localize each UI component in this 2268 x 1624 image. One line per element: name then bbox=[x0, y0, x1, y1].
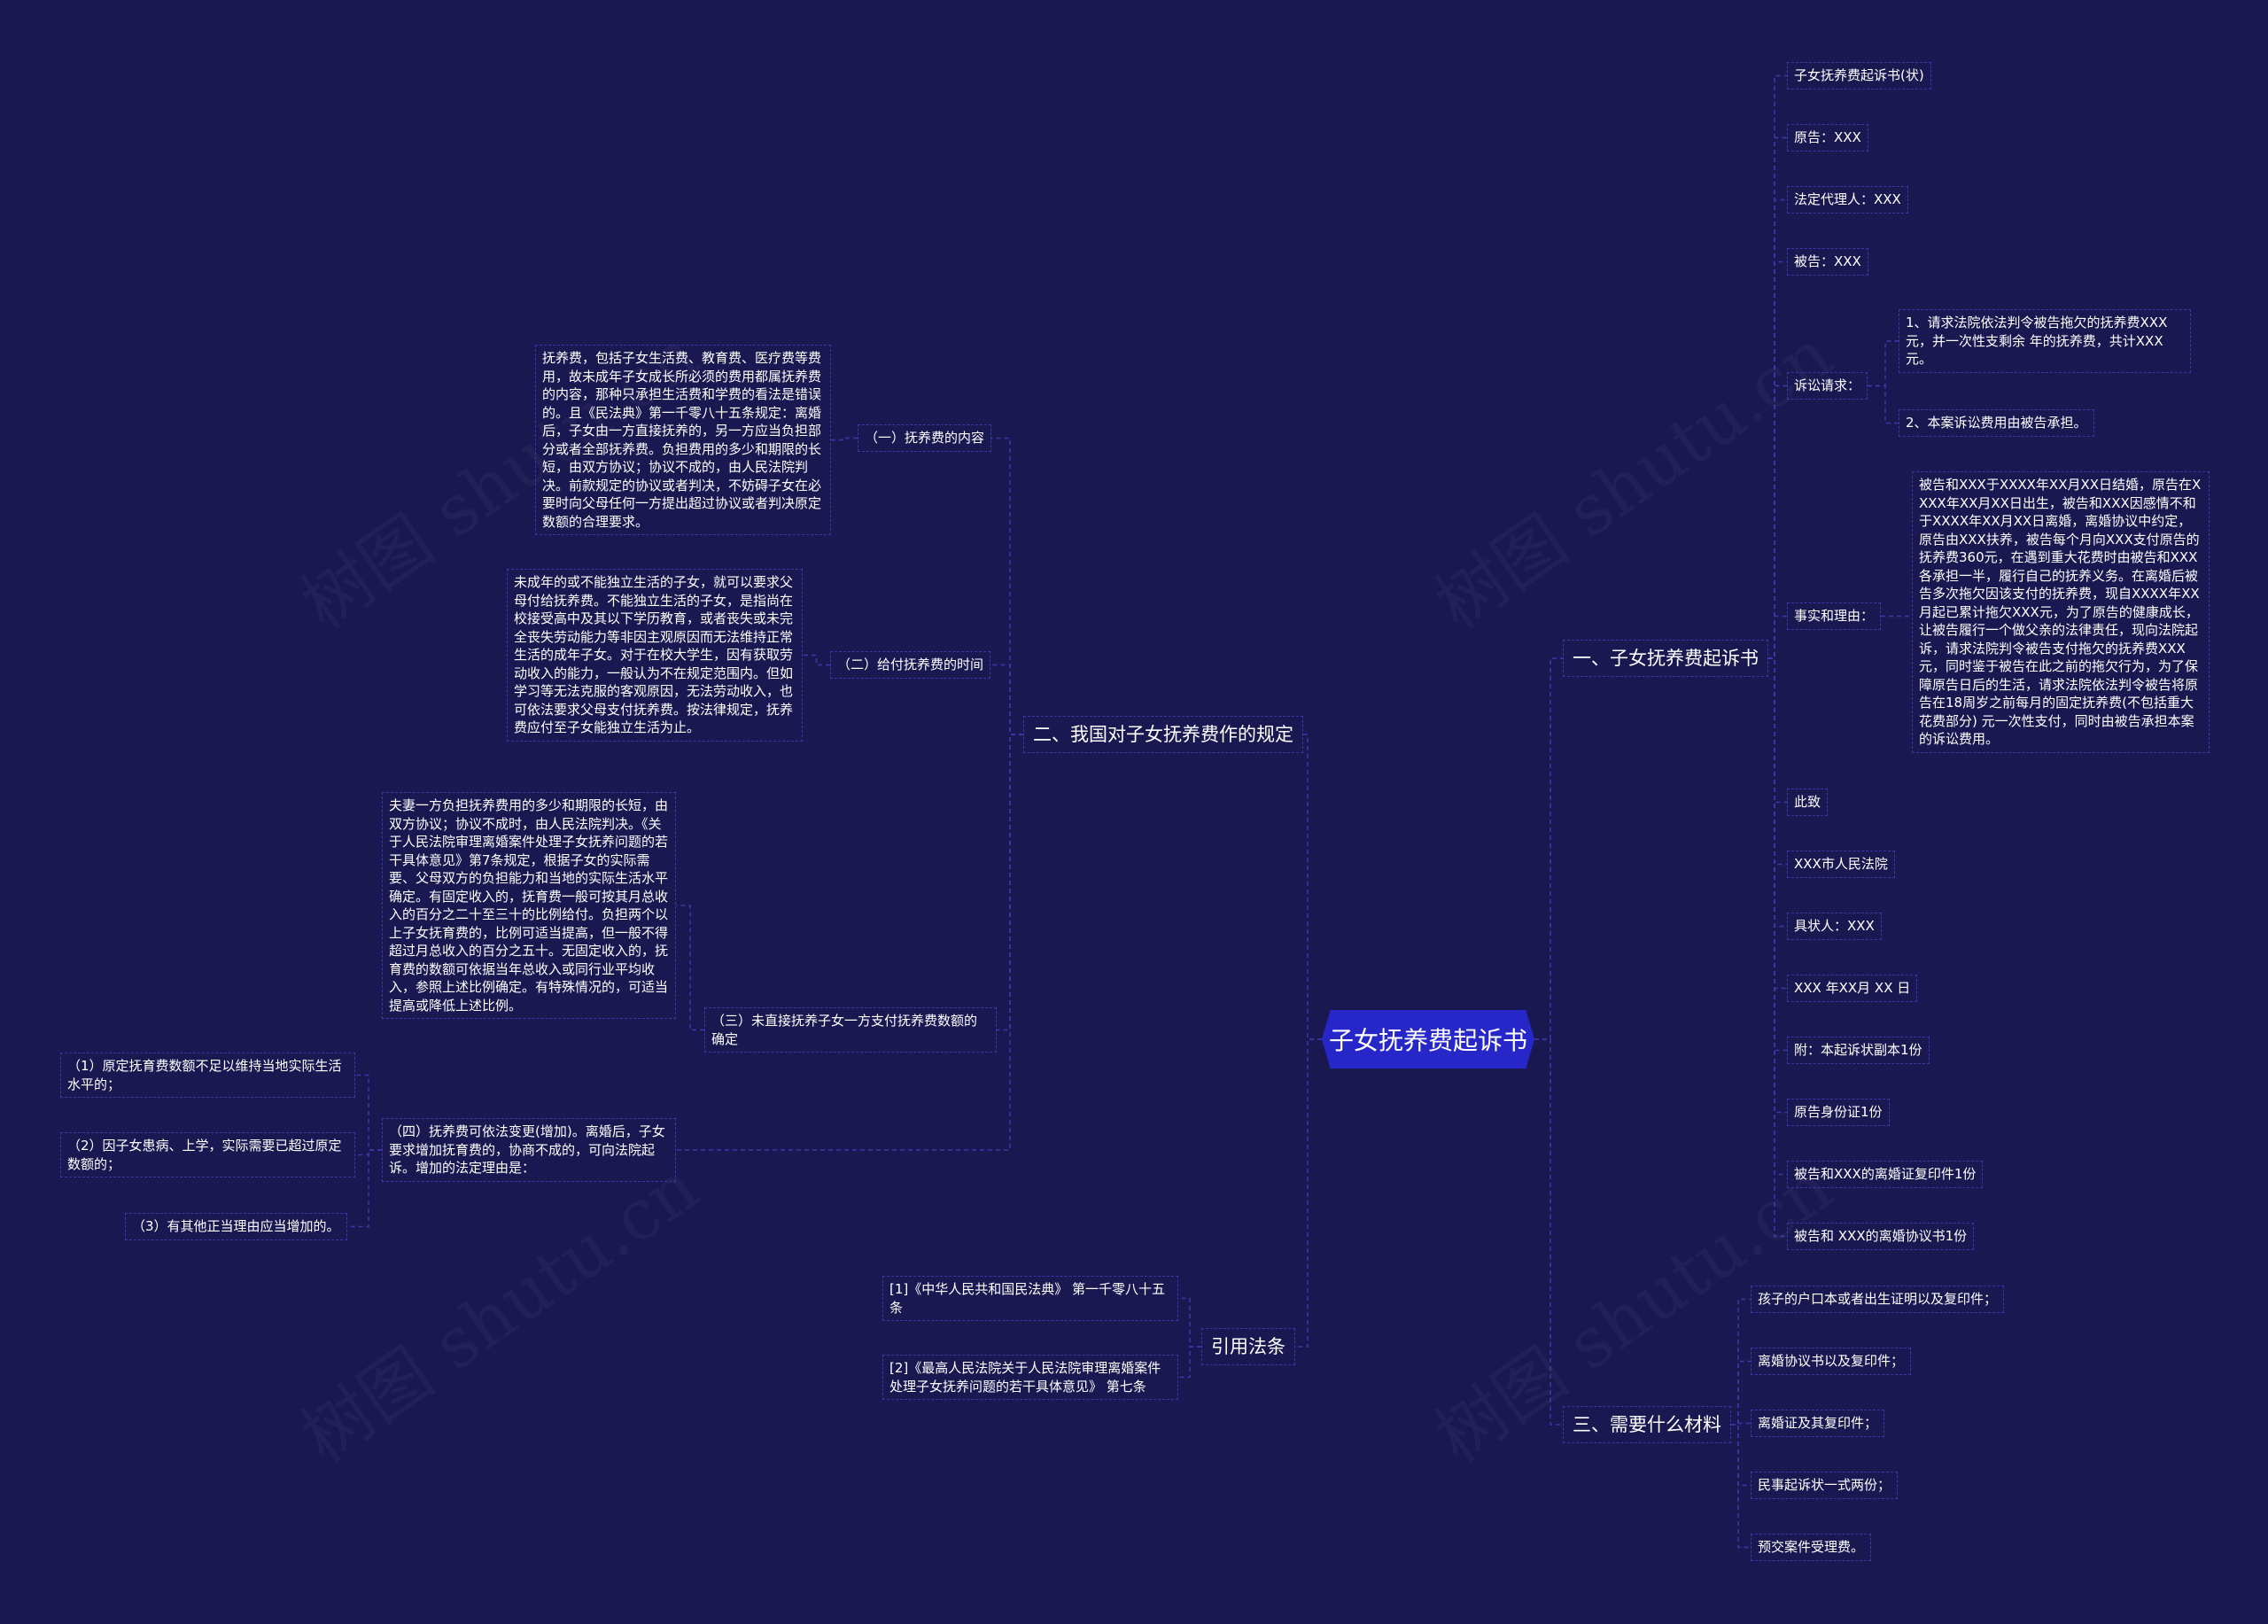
law-citation[interactable]: [2]《最高人民法院关于人民法院审理离婚案件处理子女抚养问题的若干具体意见》 第… bbox=[882, 1355, 1178, 1400]
complaint-item[interactable]: XXX 年XX月 XX 日 bbox=[1787, 975, 1918, 1002]
reason-item[interactable]: （1）原定抚育费数额不足以维持当地实际生活水平的； bbox=[60, 1053, 355, 1098]
facts-text[interactable]: 被告和XXX于XXXX年XX月XX日结婚，原告在XXXX年XX月XX日出生，被告… bbox=[1912, 471, 2210, 753]
material-item[interactable]: 预交案件受理费。 bbox=[1751, 1534, 1872, 1561]
complaint-item[interactable]: 子女抚养费起诉书(状) bbox=[1787, 62, 1931, 89]
connector-line bbox=[1768, 657, 1787, 866]
connector-line bbox=[803, 654, 830, 666]
complaint-item[interactable]: 此致 bbox=[1787, 789, 1829, 816]
regulation-text[interactable]: 未成年的或不能独立生活的子女，就可以要求父母付给抚养费。不能独立生活的子女，是指… bbox=[507, 569, 803, 742]
material-item[interactable]: 孩子的户口本或者出生证明以及复印件； bbox=[1751, 1286, 2005, 1313]
law-citation[interactable]: [1]《中华人民共和国民法典》 第一千零八十五条 bbox=[882, 1276, 1178, 1321]
material-item[interactable]: 离婚协议书以及复印件； bbox=[1751, 1348, 1912, 1375]
regulation-text[interactable]: 夫妻一方负担抚养费用的多少和期限的长短，由双方协议；协议不成时，由人民法院判决。… bbox=[382, 792, 676, 1019]
connector-line bbox=[355, 1149, 382, 1156]
material-item[interactable]: 民事起诉状一式两份； bbox=[1751, 1472, 1899, 1499]
connector-line bbox=[1768, 615, 1787, 659]
connector-line bbox=[1768, 657, 1787, 804]
connector-line bbox=[1731, 1360, 1751, 1426]
connector-line bbox=[1303, 734, 1322, 1040]
complaint-item[interactable]: XXX市人民法院 bbox=[1787, 851, 1895, 878]
connector-line bbox=[1534, 657, 1563, 1040]
connector-line bbox=[1868, 340, 1899, 387]
complaint-item-claims[interactable]: 诉讼请求： bbox=[1787, 372, 1868, 400]
connector-line bbox=[1768, 657, 1787, 1052]
connector-line bbox=[1768, 136, 1787, 659]
connector-line bbox=[991, 437, 1023, 735]
regulation-text[interactable]: 抚养费，包括子女生活费、教育费、医疗费等费用，故未成年子女成长所必须的费用都属抚… bbox=[535, 345, 831, 535]
connector-line bbox=[1178, 1346, 1201, 1379]
reason-item[interactable]: （2）因子女患病、上学，实际需要已超过原定数额的； bbox=[60, 1132, 355, 1177]
connector-line bbox=[1768, 657, 1787, 990]
connector-line bbox=[990, 664, 1023, 735]
claim-item[interactable]: 1、请求法院依法判令被告拖欠的抚养费XXX元，并一次性支剩余 年的抚养费，共计X… bbox=[1899, 309, 2191, 373]
branch-complaint[interactable]: 一、子女抚养费起诉书 bbox=[1563, 640, 1768, 677]
connector-line bbox=[676, 905, 704, 1031]
connector-line bbox=[1768, 260, 1787, 659]
connector-line bbox=[1731, 1424, 1751, 1549]
regulation-sub[interactable]: （三）未直接抚养子女一方支付抚养费数额的确定 bbox=[704, 1007, 997, 1053]
complaint-item[interactable]: 被告和XXX的离婚证复印件1份 bbox=[1787, 1161, 1984, 1188]
connector-line bbox=[1868, 385, 1899, 424]
root-node[interactable]: 子女抚养费起诉书 bbox=[1322, 1010, 1534, 1068]
connector-line bbox=[1178, 1297, 1201, 1348]
branch-materials[interactable]: 三、需要什么材料 bbox=[1563, 1406, 1731, 1443]
connector-line bbox=[1731, 1424, 1751, 1487]
material-item[interactable]: 离婚证及其复印件； bbox=[1751, 1410, 1885, 1437]
connector-line bbox=[347, 1149, 382, 1228]
connector-line bbox=[1768, 657, 1787, 928]
branch-regulations[interactable]: 二、我国对子女抚养费作的规定 bbox=[1023, 716, 1303, 753]
regulation-sub[interactable]: （二）给付抚养费的时间 bbox=[830, 651, 991, 679]
regulation-sub[interactable]: （四）抚养费可依法变更(增加)。离婚后，子女要求增加抚育费的，协商不成的，可向法… bbox=[382, 1118, 676, 1182]
complaint-item[interactable]: 被告：XXX bbox=[1787, 248, 1868, 276]
connector-line bbox=[1768, 198, 1787, 659]
complaint-item-facts[interactable]: 事实和理由： bbox=[1787, 602, 1882, 630]
complaint-item[interactable]: 原告：XXX bbox=[1787, 124, 1868, 152]
complaint-item[interactable]: 法定代理人：XXX bbox=[1787, 186, 1908, 214]
complaint-item[interactable]: 附：本起诉状副本1份 bbox=[1787, 1037, 1930, 1064]
connector-line bbox=[1295, 1038, 1322, 1348]
regulation-sub[interactable]: （一）抚养费的内容 bbox=[858, 424, 992, 452]
connector-line bbox=[1768, 74, 1787, 659]
connector-line bbox=[1534, 1038, 1563, 1426]
claim-item[interactable]: 2、本案诉讼费用由被告承担。 bbox=[1899, 409, 2094, 437]
complaint-item[interactable]: 被告和 XXX的离婚协议书1份 bbox=[1787, 1223, 1975, 1250]
connector-line bbox=[355, 1074, 382, 1151]
connector-line bbox=[1768, 657, 1787, 1176]
connector-line bbox=[1768, 657, 1787, 1238]
connector-line bbox=[1768, 385, 1787, 659]
reason-item[interactable]: （3）有其他正当理由应当增加的。 bbox=[125, 1213, 347, 1240]
branch-cited-laws[interactable]: 引用法条 bbox=[1201, 1328, 1295, 1365]
connector-line bbox=[831, 437, 858, 441]
complaint-item[interactable]: 具状人：XXX bbox=[1787, 913, 1882, 940]
connector-line bbox=[1768, 657, 1787, 1114]
connector-line bbox=[676, 734, 1023, 1151]
complaint-item[interactable]: 原告身份证1份 bbox=[1787, 1099, 1890, 1126]
